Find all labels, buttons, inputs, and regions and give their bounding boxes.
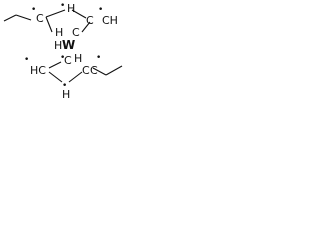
bottom-atom-h-bottom: H: [62, 88, 70, 101]
top-ethyl-bond-2: [15, 14, 32, 21]
bottom-ring-bond-c: [68, 71, 83, 83]
top-ring-bond-b: [45, 16, 53, 33]
bottom-ring-bond-d: [92, 67, 107, 76]
top-atom-c1: C: [36, 12, 44, 25]
top-ring-bond-a: [45, 9, 66, 18]
top-dot-right: •: [98, 5, 103, 15]
bottom-dot-bottom: •: [62, 81, 67, 91]
bottom-dot-center: •: [60, 53, 65, 63]
top-ring-bond-c: [71, 9, 87, 19]
metal-h-prefix: H: [54, 39, 62, 52]
top-atom-c2: C: [72, 26, 80, 39]
top-ethyl-bond-1: [3, 14, 17, 22]
bottom-ring-bond-b: [48, 71, 63, 83]
bottom-ring-bond-a: [48, 61, 62, 69]
top-atom-c4: C: [86, 14, 94, 27]
bottom-atom-c-left: HC: [30, 64, 46, 77]
bottom-dot-right: •: [96, 53, 101, 63]
metal-h-suffix: H: [74, 52, 82, 65]
top-dot-left: •: [31, 5, 36, 15]
top-atom-c3: CH: [102, 14, 118, 27]
top-ring-bond-d: [81, 21, 91, 33]
structure-svg: • C • H C • CH H C H W H • HC • C C: [3, 1, 123, 101]
top-dot-top: •: [60, 1, 65, 11]
top-atom-h2: H: [55, 26, 63, 39]
bottom-ethyl-bond: [105, 65, 123, 76]
top-atom-h1: H: [67, 2, 75, 15]
structure-diagram: • C • H C • CH H C H W H • HC • C C: [0, 0, 130, 104]
bottom-dot-left: •: [24, 55, 29, 65]
bottom-ring: • HC • C C • C • H: [24, 53, 123, 101]
top-ring: • C • H C • CH H C: [3, 1, 118, 39]
bottom-atom-c-center: C: [82, 64, 90, 77]
metal-symbol: W: [62, 38, 75, 52]
bottom-atom-c-h: C: [64, 54, 72, 67]
metal-center: H W H: [54, 38, 82, 65]
bottom-atom-c-right: C: [90, 64, 98, 77]
